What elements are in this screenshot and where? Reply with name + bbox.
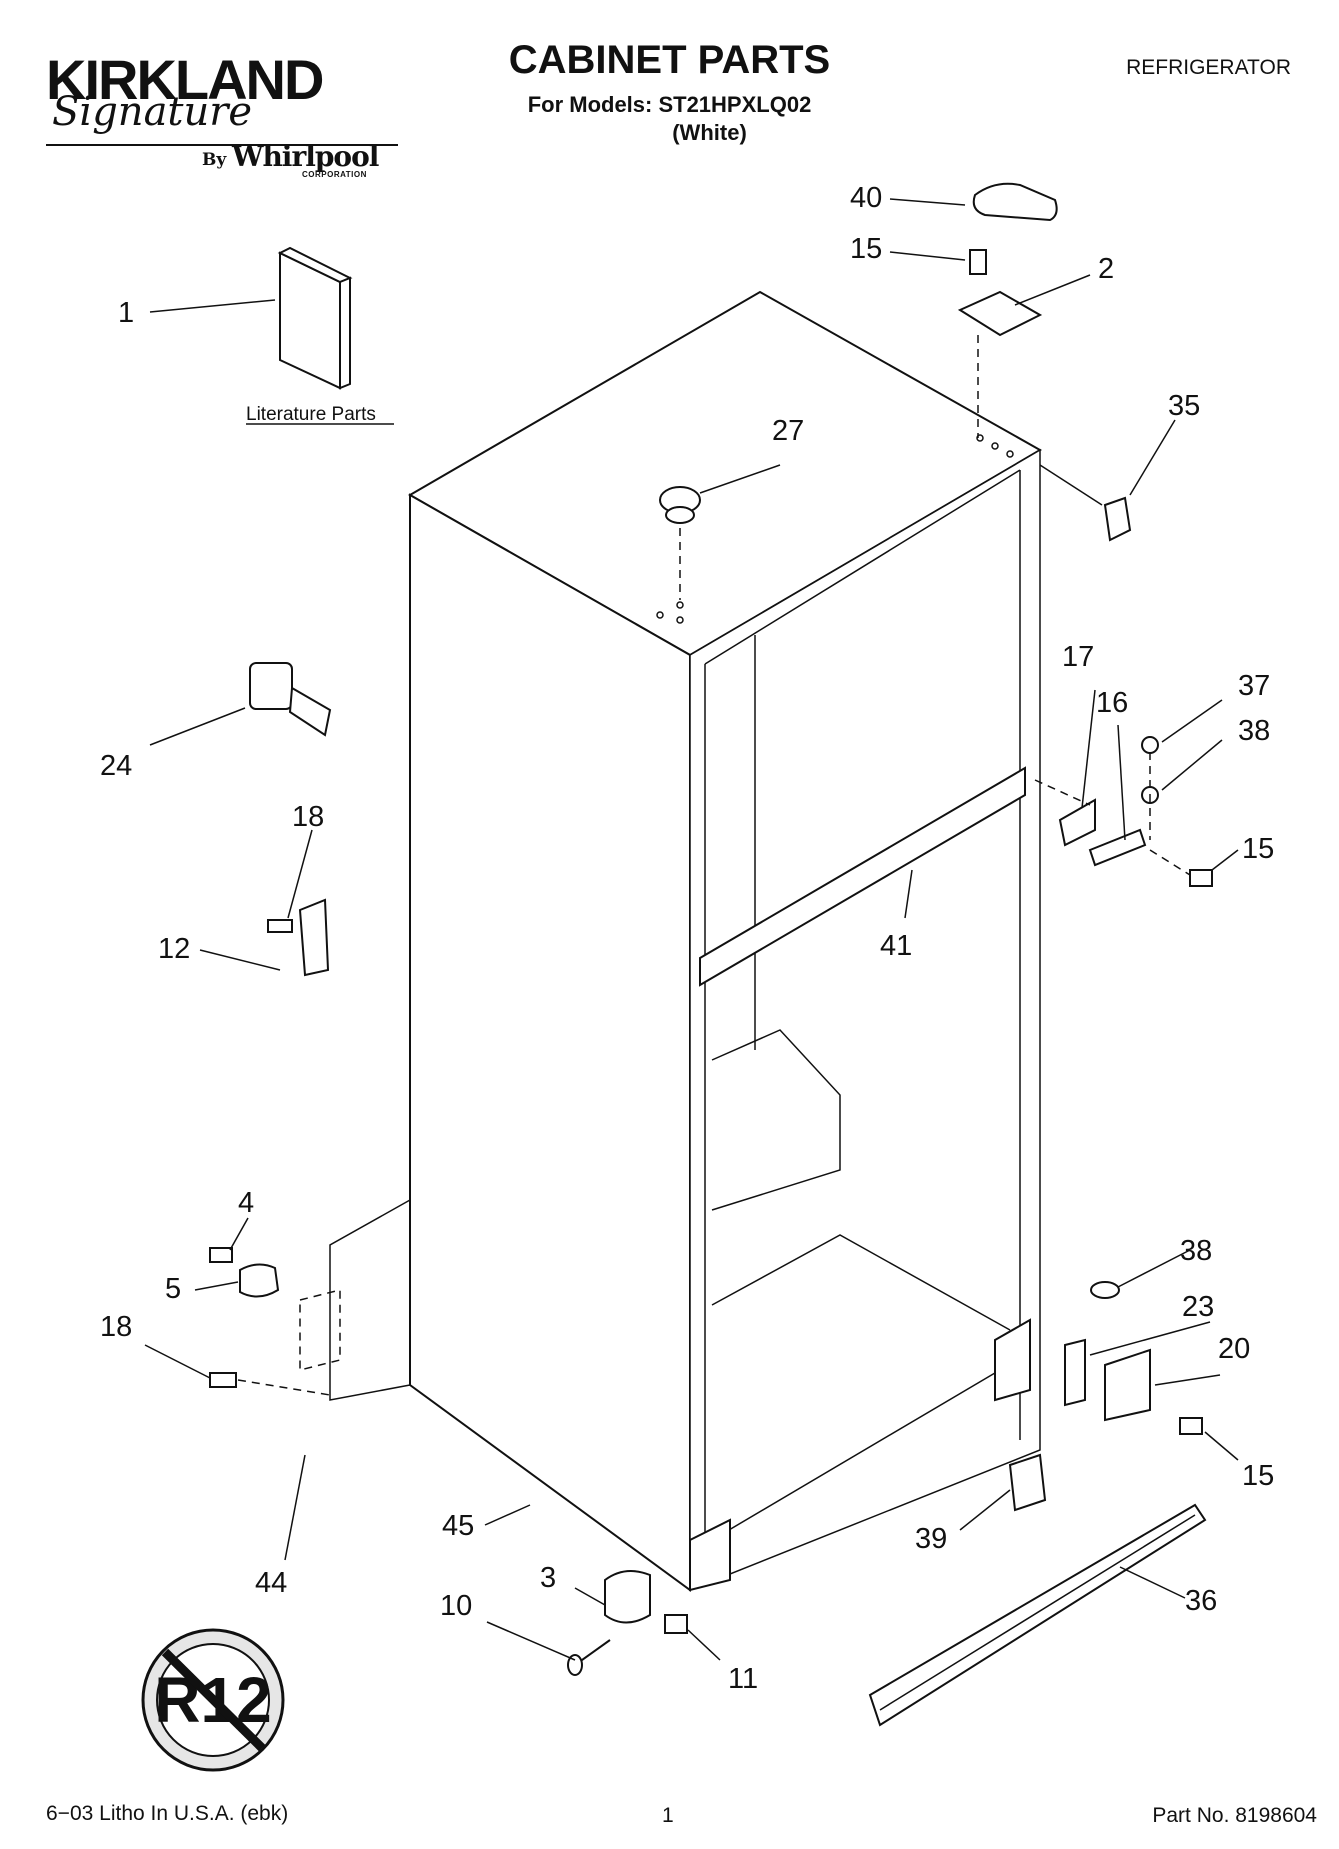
callout-41: 41 [880,930,912,962]
callout-45: 45 [442,1510,474,1542]
screw-15-bottom [1179,1417,1203,1435]
callout-12: 12 [158,933,190,965]
hinge-3 [604,1570,651,1624]
washer-37 [1141,736,1159,754]
screw-18-bottom [209,1372,237,1388]
bracket-44 [329,1198,411,1401]
washer-38-bottom [1090,1281,1120,1299]
callout-16: 16 [1096,687,1128,719]
callout-36: 36 [1185,1585,1217,1617]
top-hinge-2 [957,290,1043,337]
callout-4: 4 [238,1187,254,1219]
partner-sub: CORPORATION [302,170,367,179]
part-number: Part No. 8198604 [1152,1804,1317,1827]
screw-15-top [969,249,987,275]
callout-38-top: 38 [1238,715,1270,747]
cabinet-front-opening [689,448,1041,1592]
cabinet-side [409,493,691,1592]
callout-15-bottom: 15 [1242,1460,1274,1492]
cabinet-body [407,290,1043,1592]
screw-11 [664,1614,688,1634]
callout-15-top: 15 [850,233,882,265]
callout-23: 23 [1182,1291,1214,1323]
clamp-5 [239,1263,280,1298]
page-title: CABINET PARTS [508,38,831,82]
brand-rule [46,144,398,146]
no-r12-symbol: R12 [141,1628,285,1772]
callout-37: 37 [1238,670,1270,702]
variant-label: (White) [672,120,747,145]
literature-part [277,246,353,390]
callout-3: 3 [540,1562,556,1594]
literature-label: Literature Parts [246,404,376,425]
callout-17: 17 [1062,641,1094,673]
category-label: REFRIGERATOR [1126,56,1291,79]
screw-15-mid [1189,869,1213,887]
bracket-17 [1058,798,1096,847]
callout-18-top: 18 [292,801,324,833]
callout-2: 2 [1098,253,1114,285]
models-line: For Models: ST21HPXLQ02 [527,92,812,117]
cabinet-foot-left [689,1518,731,1592]
print-info: 6−03 Litho In U.S.A. (ebk) [46,1802,289,1825]
callout-35: 35 [1168,390,1200,422]
screw-18-top [267,919,293,933]
partner-logo: Whirlpool [232,140,379,173]
callout-44: 44 [255,1567,287,1599]
brand-script: Signature [52,89,253,135]
cabinet-foot-right [994,1318,1031,1402]
callout-5: 5 [165,1273,181,1305]
callout-24: 24 [100,750,132,782]
page-number: 1 [662,1804,674,1827]
callout-38-bottom: 38 [1180,1235,1212,1267]
leveler-24 [249,662,293,710]
clip-39 [1008,1453,1047,1512]
clip-12 [298,898,330,977]
hinge-20 [1104,1348,1151,1422]
divider-rail [699,766,1026,987]
callout-27: 27 [772,415,804,447]
callout-1: 1 [118,297,134,329]
callout-18-bottom: 18 [100,1311,132,1343]
hinge-cover-40 [972,182,1058,222]
shim-23 [1064,1338,1086,1407]
callout-39: 39 [915,1523,947,1555]
callout-labels: 1 2 3 4 5 10 11 12 15 15 15 15 16 17 18 … [100,182,1274,1695]
callout-10: 10 [440,1590,472,1622]
trim-35 [1103,496,1132,542]
callout-40: 40 [850,182,882,214]
hinge-16 [1088,828,1147,867]
screw-4 [209,1247,233,1263]
brand-logo: KIRKLAND [46,48,324,111]
by-label: By [202,150,227,170]
callout-20: 20 [1218,1333,1250,1365]
callout-11: 11 [728,1663,758,1695]
callout-15-mid: 15 [1242,833,1274,865]
